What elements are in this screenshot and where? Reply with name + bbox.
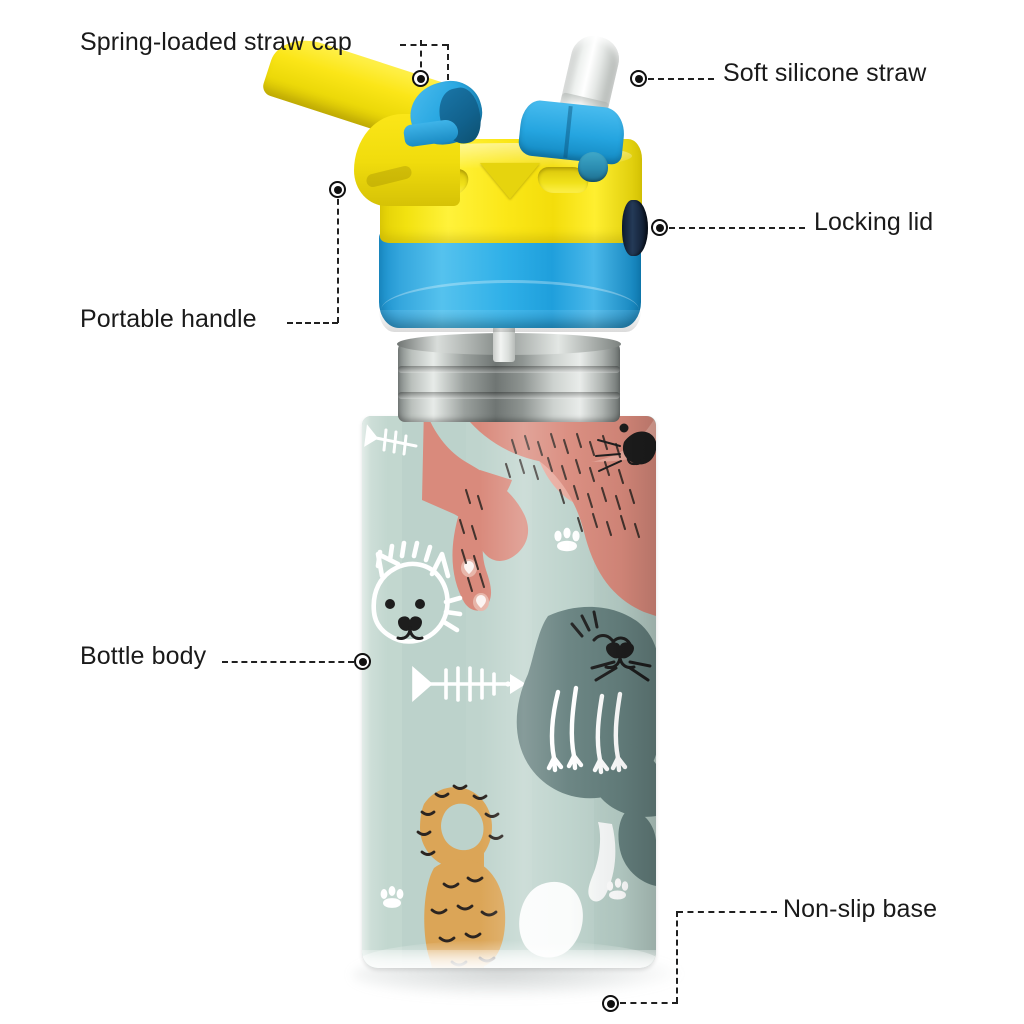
callout-label-spring-loaded-straw-cap: Spring-loaded straw cap xyxy=(80,28,352,56)
straw-stem xyxy=(493,318,515,362)
cat-pattern-artwork xyxy=(362,416,656,968)
callout-label-portable-handle: Portable handle xyxy=(80,305,257,333)
cap-blue-collar[interactable] xyxy=(379,228,641,332)
leader-line-non-slip-base-bottom xyxy=(620,1002,678,1004)
leader-line-spring-loaded-straw-cap-horizontal xyxy=(400,44,448,46)
callout-label-bottle-body: Bottle body xyxy=(80,642,207,670)
callout-dot-spring-loaded-straw-cap[interactable] xyxy=(412,70,429,87)
lid-recess-triangle xyxy=(480,163,540,199)
leader-line-non-slip-base-vertical xyxy=(676,911,678,1003)
leader-line-spring-loaded-straw-cap-drop xyxy=(420,40,422,78)
cap-base-shadow xyxy=(379,310,641,332)
leader-line-spring-loaded-straw-cap-vertical xyxy=(447,44,449,80)
leader-line-bottle-body xyxy=(222,661,354,663)
callout-label-non-slip-base: Non-slip base xyxy=(783,895,938,923)
leader-line-soft-silicone-straw xyxy=(648,78,714,80)
callout-dot-soft-silicone-straw[interactable] xyxy=(630,70,647,87)
callout-dot-bottle-body[interactable] xyxy=(354,653,371,670)
lid-teal-button[interactable] xyxy=(578,152,608,182)
cap-wave-detail xyxy=(381,280,639,310)
spring-loaded-straw-cap[interactable] xyxy=(396,73,506,156)
leader-line-non-slip-base-top xyxy=(677,911,777,913)
callout-label-soft-silicone-straw: Soft silicone straw xyxy=(723,59,927,87)
straw-blue-collar xyxy=(517,98,627,166)
bottle-body[interactable] xyxy=(362,416,656,968)
callout-label-locking-lid: Locking lid xyxy=(814,208,934,236)
callout-dot-locking-lid[interactable] xyxy=(651,219,668,236)
neck-groove-lower xyxy=(398,392,620,399)
leader-line-portable-handle-vertical xyxy=(337,189,339,323)
leader-line-locking-lid xyxy=(669,227,805,229)
neck-groove-upper xyxy=(398,366,620,373)
leader-line-portable-handle-horizontal xyxy=(287,322,338,324)
locking-lid-tab[interactable] xyxy=(622,200,648,256)
callout-dot-portable-handle[interactable] xyxy=(329,181,346,198)
callout-dot-non-slip-base[interactable] xyxy=(602,995,619,1012)
